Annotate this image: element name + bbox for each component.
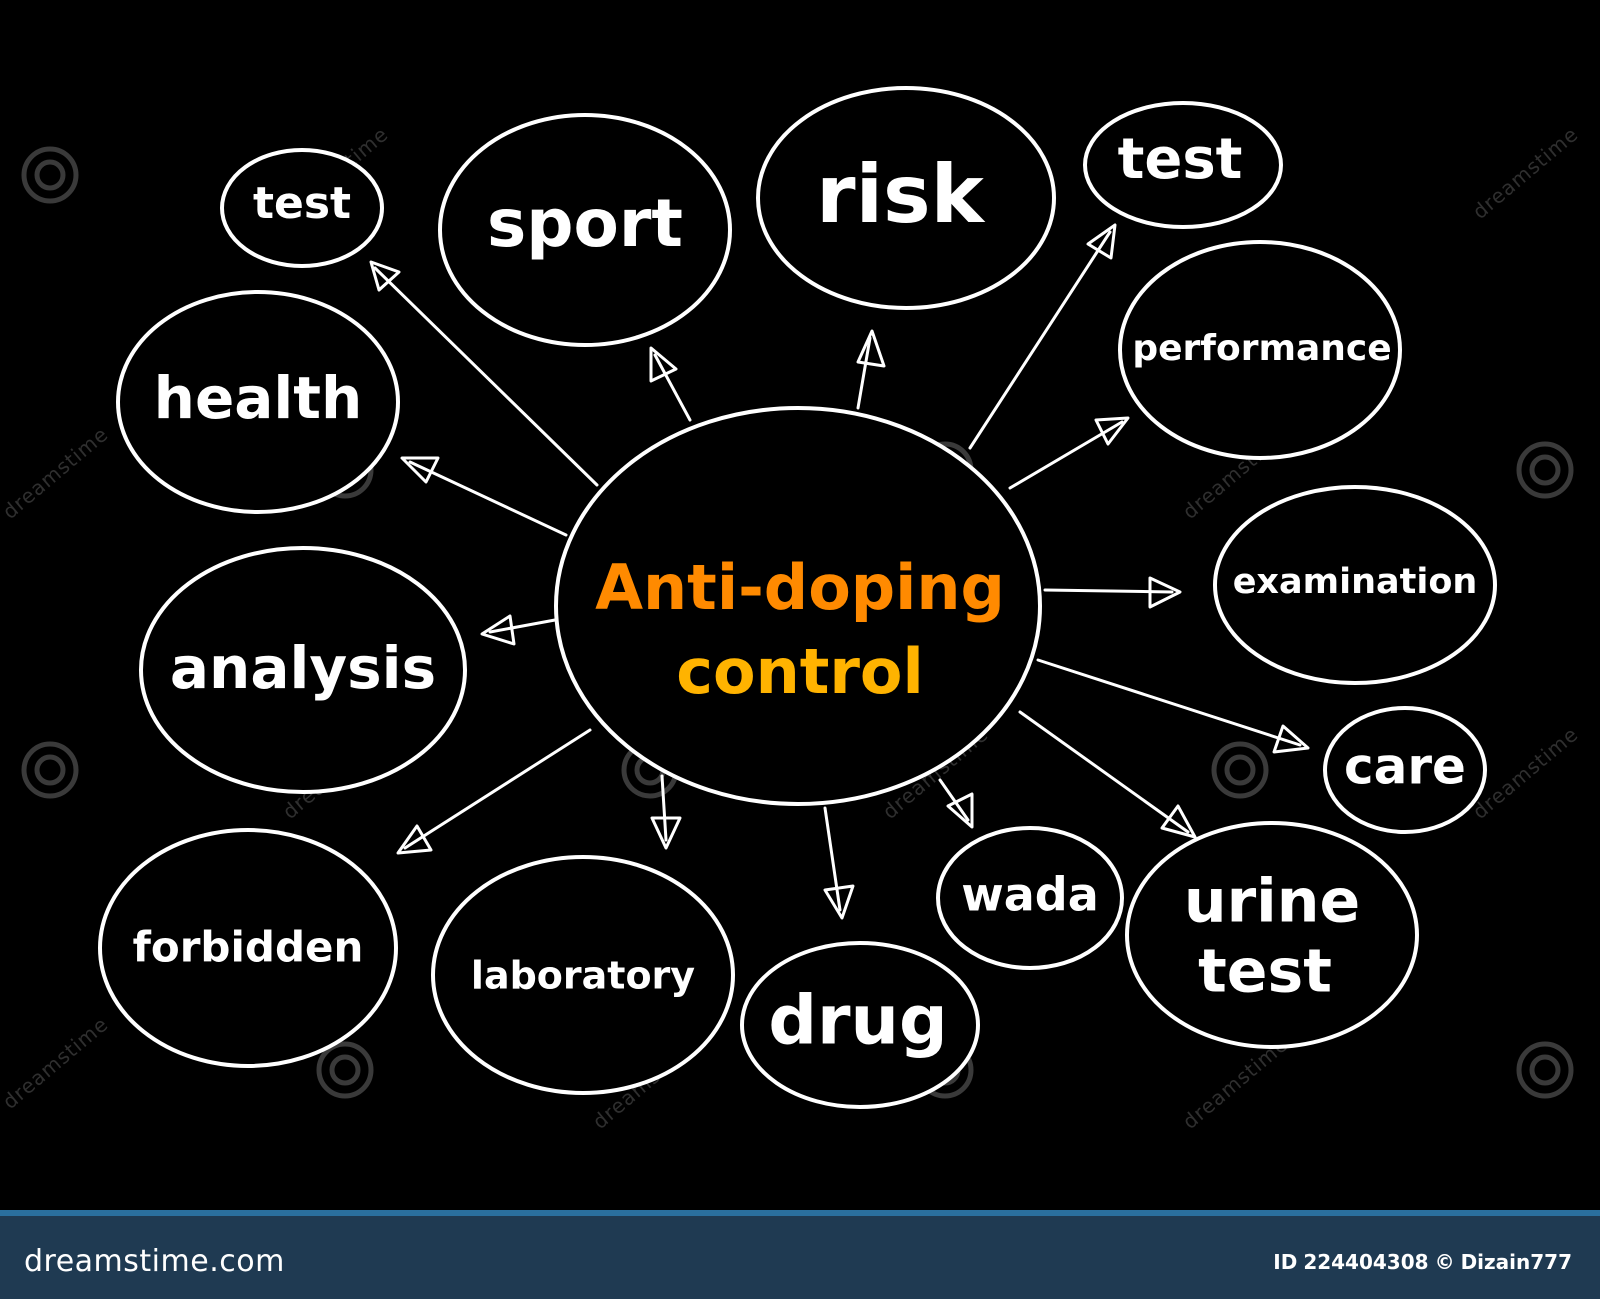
mind-map-diagram: dreamstime dreamstime dreamstime dreamst… <box>0 86 1583 1134</box>
connector-analysis <box>488 618 557 634</box>
node-bubble <box>1213 485 1497 685</box>
arrowhead-icon <box>369 260 401 292</box>
author-name[interactable]: Dizain777 <box>1460 1250 1572 1274</box>
arrowhead-icon <box>856 329 886 368</box>
watermark-text: dreamstime <box>0 422 113 524</box>
node-bubble <box>220 148 384 268</box>
connector-test-top-right <box>968 230 1112 450</box>
central-node: Anti-doping control <box>554 406 1042 806</box>
image-id: 224404308 <box>1303 1250 1429 1274</box>
arrowhead-icon <box>823 884 855 920</box>
mind-map-node: examination <box>1213 485 1497 685</box>
node-label-wada: wada <box>961 868 1099 922</box>
mind-map-node: test <box>1083 101 1283 229</box>
watermark-text: dreamstime <box>1468 122 1583 224</box>
watermark-spiral-icon <box>21 146 79 204</box>
node-bubble <box>116 290 400 514</box>
connector-sport <box>653 353 692 422</box>
connector-layer <box>369 223 1310 920</box>
node-label-drug: drug <box>768 982 947 1061</box>
connector-urine-test <box>1018 710 1190 834</box>
mind-map-node: performance <box>1118 240 1402 460</box>
site-name[interactable]: dreamstime.com <box>24 1244 285 1279</box>
watermark-spiral-icon <box>1516 441 1574 499</box>
node-label-test: test <box>1118 127 1243 192</box>
arrowhead-icon <box>1148 576 1182 609</box>
node-label-sport: sport <box>487 185 683 262</box>
mind-map-node: test <box>220 148 384 268</box>
connector-examination <box>1043 588 1174 594</box>
node-bubble <box>431 855 735 1095</box>
mind-map-node: urine test <box>1125 821 1419 1049</box>
arrowhead-icon <box>650 816 682 850</box>
node-bubble <box>98 828 398 1068</box>
node-label-urine: urine <box>1184 867 1360 937</box>
connector-forbidden <box>403 728 592 850</box>
arrowhead-icon <box>396 824 433 855</box>
central-title-line2: control <box>676 635 924 708</box>
node-bubble <box>1125 821 1419 1049</box>
node-label-laboratory: laboratory <box>471 954 695 998</box>
connector-laboratory <box>660 774 668 842</box>
node-label-care: care <box>1344 738 1466 796</box>
copyright-icon: © <box>1434 1250 1455 1274</box>
id-label: ID <box>1273 1250 1298 1274</box>
node-label-analysis: analysis <box>170 634 436 702</box>
node-label-test: test <box>1198 937 1332 1007</box>
mind-map-node: laboratory <box>431 855 735 1095</box>
mind-map-node: forbidden <box>98 828 398 1068</box>
node-bubble <box>1083 101 1283 229</box>
connector-drug <box>823 806 842 912</box>
mind-map-node: care <box>1323 706 1487 834</box>
connector-test-top-left <box>373 266 599 487</box>
node-label-test: test <box>253 178 351 229</box>
mind-map-node: health <box>116 290 400 514</box>
watermark-spiral-icon <box>1211 741 1269 799</box>
node-label-performance: performance <box>1132 328 1391 369</box>
node-bubble <box>1323 706 1487 834</box>
arrowhead-icon <box>400 456 440 484</box>
node-bubble <box>756 86 1056 310</box>
node-label-risk: risk <box>816 148 985 241</box>
central-title-line1: Anti-doping <box>595 551 1005 624</box>
node-bubble <box>1118 240 1402 460</box>
connector-care <box>1036 658 1302 747</box>
connector-performance <box>1008 420 1124 490</box>
watermark-spiral-icon <box>21 741 79 799</box>
connector-health <box>408 460 568 537</box>
node-bubble <box>936 826 1124 970</box>
connector-risk <box>856 336 872 410</box>
node-bubble <box>740 941 980 1109</box>
central-bubble <box>554 406 1042 806</box>
node-label-examination: examination <box>1233 562 1478 602</box>
mind-map-node: wada <box>936 826 1124 970</box>
arrowhead-icon <box>1160 804 1197 839</box>
node-bubble <box>438 113 732 347</box>
arrowhead-icon <box>649 346 678 383</box>
arrowhead-icon <box>1094 416 1130 446</box>
node-label-health: health <box>154 364 363 432</box>
mind-map-node: drug <box>740 941 980 1109</box>
arrowhead-icon <box>1086 223 1117 260</box>
arrowhead-icon <box>1272 724 1310 754</box>
mind-map-node: analysis <box>139 546 467 794</box>
node-label-forbidden: forbidden <box>133 923 364 972</box>
arrowhead-icon <box>946 792 974 829</box>
arrowhead-icon <box>480 614 516 646</box>
watermark-spiral-icon <box>1516 1041 1574 1099</box>
connector-wada <box>938 778 970 822</box>
mind-map-node: risk <box>756 86 1056 310</box>
node-bubble <box>139 546 467 794</box>
watermark-spiral-icon <box>316 1041 374 1099</box>
watermark-text: dreamstime <box>0 1012 113 1114</box>
mind-map-node: sport <box>438 113 732 347</box>
